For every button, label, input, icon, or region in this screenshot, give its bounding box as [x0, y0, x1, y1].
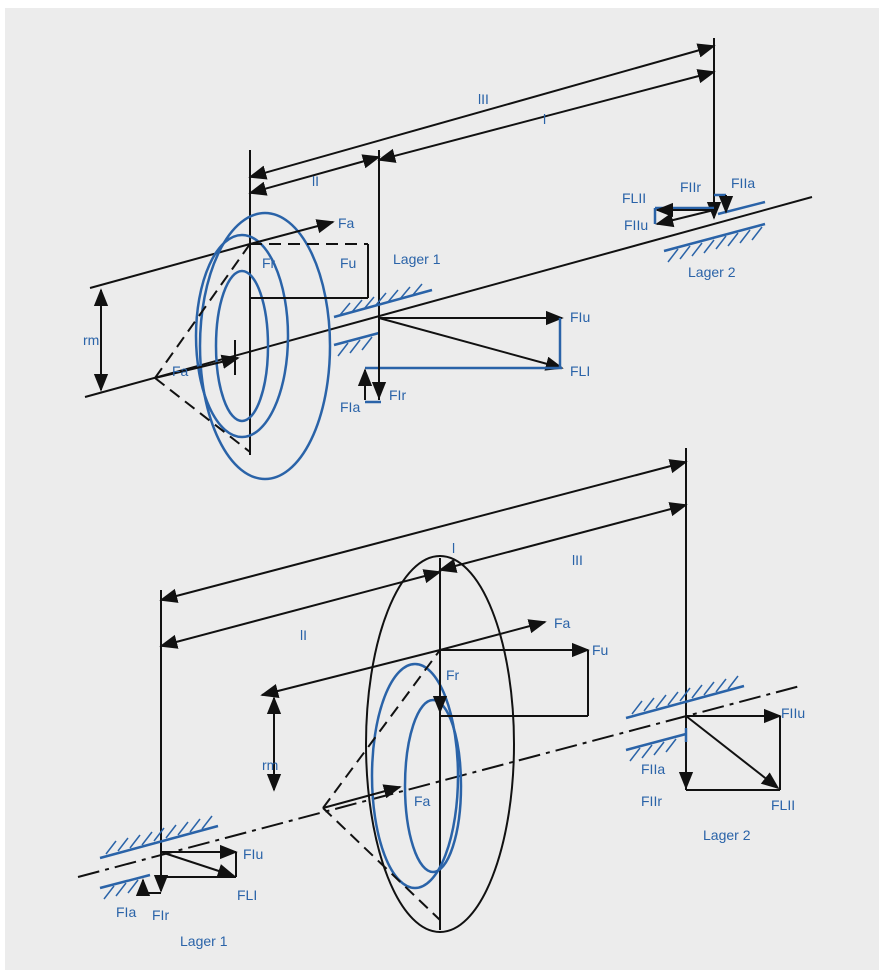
force-FLI-bottom	[160, 851, 236, 878]
bearing1-upper-hatch	[339, 283, 423, 316]
label-FIIr-top: FIIr	[680, 179, 701, 195]
cone-line-top	[154, 243, 251, 379]
label-lager2-top: Lager 2	[688, 264, 736, 280]
gear-mid-ellipse-bottom	[370, 662, 460, 890]
label-Fu-top: Fu	[340, 255, 356, 271]
gear-inner-ellipse	[214, 269, 270, 423]
label-rm-bottom: rm	[262, 757, 278, 773]
dim-l-bottom	[159, 459, 688, 603]
cone-line-bottom	[154, 377, 251, 453]
label-Fr-bottom: Fr	[446, 667, 460, 683]
label-FLII-top: FLII	[622, 190, 646, 206]
label-FIa-top: FIa	[340, 399, 360, 415]
label-l-top: l	[543, 111, 546, 127]
force-FLII-top	[655, 209, 715, 228]
rm-ext-bottom	[260, 649, 441, 699]
label-Fa-bottom: Fa	[554, 615, 571, 631]
label-lager2-bottom: Lager 2	[703, 827, 751, 843]
label-FLII-bottom: FLII	[771, 797, 795, 813]
bearing1-lower-hatch	[337, 336, 373, 357]
dim-lI	[248, 154, 381, 196]
label-FIu-bottom: FIu	[243, 846, 263, 862]
gear-outer-ellipse-bottom	[365, 555, 515, 933]
bearing2-upper-hatch-bottom	[631, 675, 739, 715]
gear-mid-ellipse	[194, 233, 290, 439]
bearing2-upper-bottom	[625, 684, 745, 720]
label-FLI-top: FLI	[570, 363, 590, 379]
label-FIIa-top: FIIa	[731, 175, 755, 191]
bottom-diagram: l lII lI rm Fa Fr Fu Fa FIIu FIIa FIIr F…	[77, 448, 805, 949]
label-FIIr-bottom: FIIr	[641, 793, 662, 809]
label-Fa-center-bottom: Fa	[414, 793, 431, 809]
bearing2-hatch	[667, 226, 763, 263]
label-Fa-top: Fa	[338, 215, 355, 231]
shaft-axis-bottom	[77, 685, 801, 878]
gear-inner-ellipse-bottom	[403, 698, 463, 874]
bearing2-lower-hatch-bottom	[629, 738, 677, 762]
bearing1-upper-line	[333, 288, 433, 319]
top-diagram: lII l lI rm Fa Fr Fu Fa Lager 1 FIu FLI …	[83, 38, 813, 481]
label-lager1-bottom: Lager 1	[180, 933, 228, 949]
label-FIIa-bottom: FIIa	[641, 761, 665, 777]
bearing1-upper-hatch-bottom	[105, 815, 213, 855]
bearing1-lower-bottom	[99, 873, 151, 890]
label-FIu-top: FIu	[570, 309, 590, 325]
label-Fr-top: Fr	[262, 255, 276, 271]
label-lager1-top: Lager 1	[393, 251, 441, 267]
label-lI-bottom: lI	[300, 627, 307, 643]
bearing1-lower-line	[333, 331, 380, 347]
label-FIr-top: FIr	[389, 387, 406, 403]
force-Fa-bottom	[439, 619, 547, 651]
label-FIIu-top: FIIu	[624, 217, 648, 233]
dim-lII-bottom	[438, 502, 688, 573]
label-Fu-bottom: Fu	[592, 642, 608, 658]
label-FIa-bottom: FIa	[116, 904, 136, 920]
force-Fa-center-bottom	[322, 784, 402, 809]
bearing2-lower-line	[663, 222, 766, 253]
bearing1-upper-bottom	[99, 824, 219, 860]
force-Fa-top	[249, 219, 335, 245]
label-FIIu-bottom: FIIu	[781, 705, 805, 721]
shaft-axis	[84, 196, 813, 398]
label-lI-top: lI	[312, 173, 319, 189]
label-lII-bottom: lII	[572, 552, 583, 568]
label-FLI-bottom: FLI	[237, 887, 257, 903]
rm-ext-top	[89, 243, 251, 289]
label-lII-top: lII	[478, 91, 489, 107]
gear-outer-ellipse	[198, 211, 332, 481]
label-l-bottom: l	[452, 540, 455, 556]
force-FLII-bottom	[685, 715, 780, 790]
cone-bottom-bottom	[322, 807, 441, 921]
force-FLI-top	[378, 317, 564, 371]
label-rm-top: rm	[83, 332, 99, 348]
dim-lI-bottom	[159, 569, 442, 649]
force-Fa-center	[154, 354, 240, 379]
label-FIr-bottom: FIr	[152, 907, 169, 923]
dim-lII	[248, 43, 716, 180]
bearing2-lower-bottom	[625, 732, 687, 752]
label-Fa-center-top: Fa	[172, 363, 189, 379]
cone-top-bottom	[322, 649, 441, 809]
dim-l	[377, 69, 716, 163]
